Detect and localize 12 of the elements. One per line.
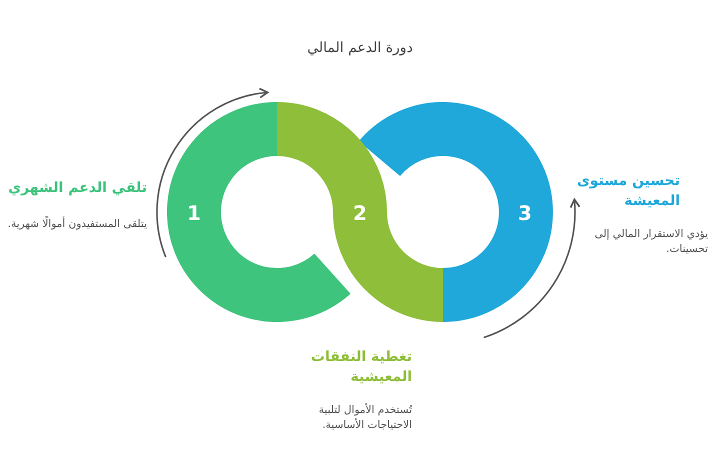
- curved-arrow: [156, 88, 268, 258]
- step-number: 1: [187, 201, 201, 225]
- step-description: تُستخدم الأموال لتلبية الاحتياجات الأساسية.: [318, 403, 412, 433]
- step-description: يتلقى المستفيدون أموالًا شهرية.: [6, 217, 147, 232]
- curved-arrow: [484, 198, 580, 338]
- diagram-title: دورة الدعم المالي: [307, 40, 413, 56]
- step-heading: تحسين مستوى المعيشة: [576, 172, 680, 211]
- step-description: يؤدي الاستقرار المالي إلى تحسينات.: [594, 227, 708, 257]
- step-number: 3: [518, 201, 532, 225]
- step-number: 2: [353, 201, 367, 225]
- step-heading: تغطية النفقات المعيشية: [310, 348, 412, 387]
- step-heading: تلقي الدعم الشهري: [7, 179, 147, 198]
